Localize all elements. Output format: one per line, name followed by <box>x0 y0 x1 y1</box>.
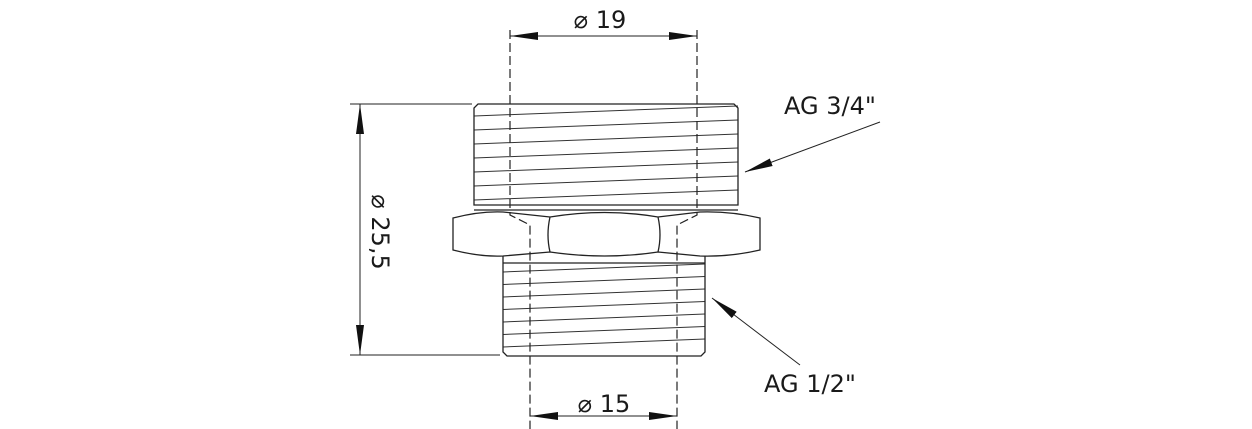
dimension-arrowhead <box>530 412 558 420</box>
thread-line <box>473 105 739 117</box>
svg-text:AG 3/4": AG 3/4" <box>784 92 876 120</box>
lower-thread-callout: AG 1/2" <box>711 297 856 398</box>
lower-thread-body <box>502 256 706 357</box>
dimension-arrowhead <box>356 104 364 355</box>
thread-line <box>473 161 739 173</box>
hidden-bore-lines <box>509 30 698 429</box>
svg-text:⌀ 19: ⌀ 19 <box>574 6 627 34</box>
thread-line <box>502 313 706 323</box>
upper-thread-body <box>473 103 739 206</box>
thread-line <box>502 326 706 335</box>
hex-nut <box>452 211 761 257</box>
lower-thread-hatching <box>502 263 706 348</box>
svg-text:AG 1/2": AG 1/2" <box>764 370 856 398</box>
thread-line <box>473 119 739 131</box>
dimension-arrowhead <box>669 32 697 40</box>
upper-thread-hatching <box>473 105 739 201</box>
thread-line <box>502 288 706 298</box>
svg-text:⌀ 15: ⌀ 15 <box>578 390 631 418</box>
thread-line <box>473 189 739 201</box>
thread-line <box>502 301 706 310</box>
thread-line <box>473 133 739 145</box>
thread-line <box>473 147 739 159</box>
svg-text:⌀ 25,5: ⌀ 25,5 <box>366 194 394 270</box>
dimension-arrowhead <box>510 32 538 40</box>
thread-line <box>502 276 706 285</box>
overall-diameter-dimension: ⌀ 25,5 <box>350 103 500 356</box>
thread-line <box>502 338 706 348</box>
upper-thread-callout: AG 3/4" <box>744 92 881 173</box>
top-diameter-dimension: ⌀ 19 <box>510 6 697 37</box>
thread-line <box>502 263 706 273</box>
thread-line <box>473 175 739 187</box>
dimension-arrowhead <box>649 412 677 420</box>
